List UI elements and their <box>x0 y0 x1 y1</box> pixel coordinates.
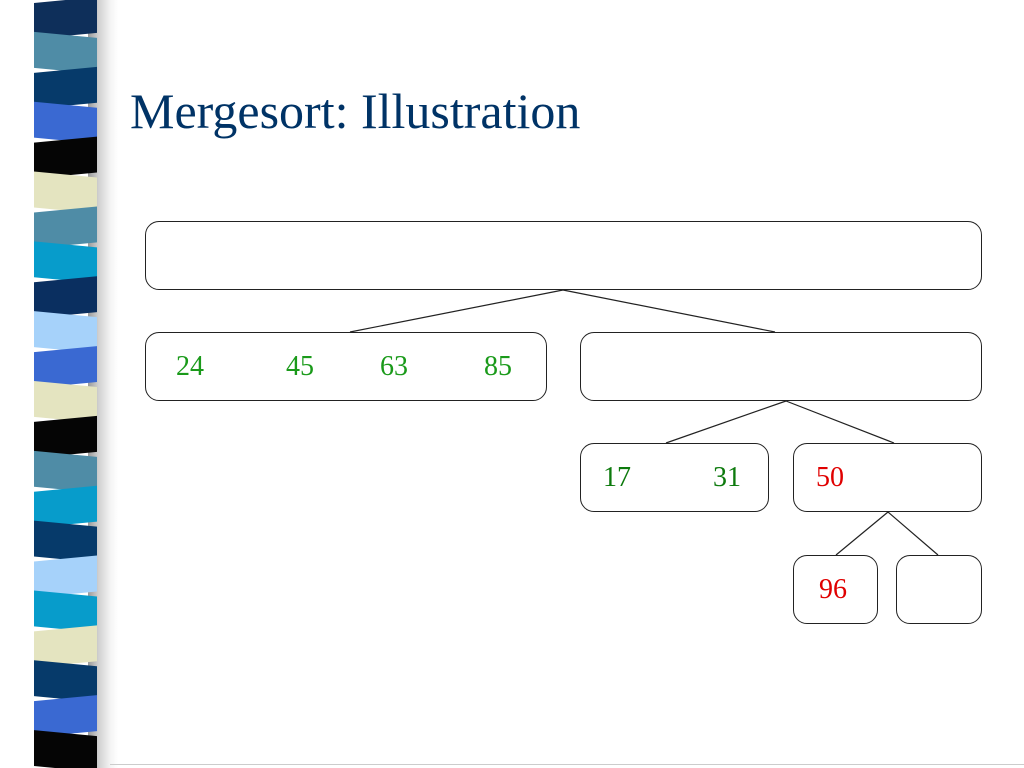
connector-rr-to-leaf-left <box>835 511 889 556</box>
stripe-band <box>34 555 97 598</box>
slide-title: Mergesort: Illustration <box>130 83 581 139</box>
stripe-band <box>34 346 97 388</box>
stripe-band <box>34 241 97 284</box>
node-value: 24 <box>176 350 204 382</box>
stripe-band <box>34 590 97 633</box>
node-value: 17 <box>603 461 631 493</box>
node-right-right-left: 96 <box>793 555 878 624</box>
connector-root-right <box>562 289 776 333</box>
connector-root-left <box>349 289 564 333</box>
stripe-band <box>34 381 97 423</box>
connector-right-to-rightleft <box>665 400 787 444</box>
stripe-band <box>34 0 97 39</box>
stripe-band <box>34 311 97 354</box>
stripe-band <box>34 415 97 458</box>
stripe-band <box>34 625 97 668</box>
stripe-band <box>34 206 97 249</box>
node-value: 45 <box>286 350 314 382</box>
node-value: 96 <box>819 573 847 605</box>
stripe-band <box>34 101 97 144</box>
slide-bottom-rule <box>110 764 1024 765</box>
decorative-stripe-bar <box>34 0 97 768</box>
stripe-band <box>34 171 97 214</box>
node-value: 85 <box>484 350 512 382</box>
stripe-band <box>34 66 97 109</box>
node-right-right: 50 <box>793 443 982 512</box>
node-left: 24 45 63 85 <box>145 332 547 401</box>
stripe-band <box>34 660 97 703</box>
node-value: 31 <box>713 461 741 493</box>
stripe-band <box>34 520 97 563</box>
node-right <box>580 332 982 401</box>
connector-rr-to-leaf-right <box>887 511 939 556</box>
stripe-band <box>34 485 97 528</box>
connector-right-to-rightright <box>785 400 895 444</box>
node-right-right-right <box>896 555 982 624</box>
stripe-band <box>34 136 97 179</box>
stripe-band <box>34 276 97 319</box>
stripe-band <box>34 730 97 768</box>
stripe-band <box>34 695 97 738</box>
node-value: 50 <box>816 461 844 493</box>
node-root <box>145 221 982 290</box>
stripe-band <box>34 31 97 74</box>
stripe-band <box>34 450 97 493</box>
node-value: 63 <box>380 350 408 382</box>
